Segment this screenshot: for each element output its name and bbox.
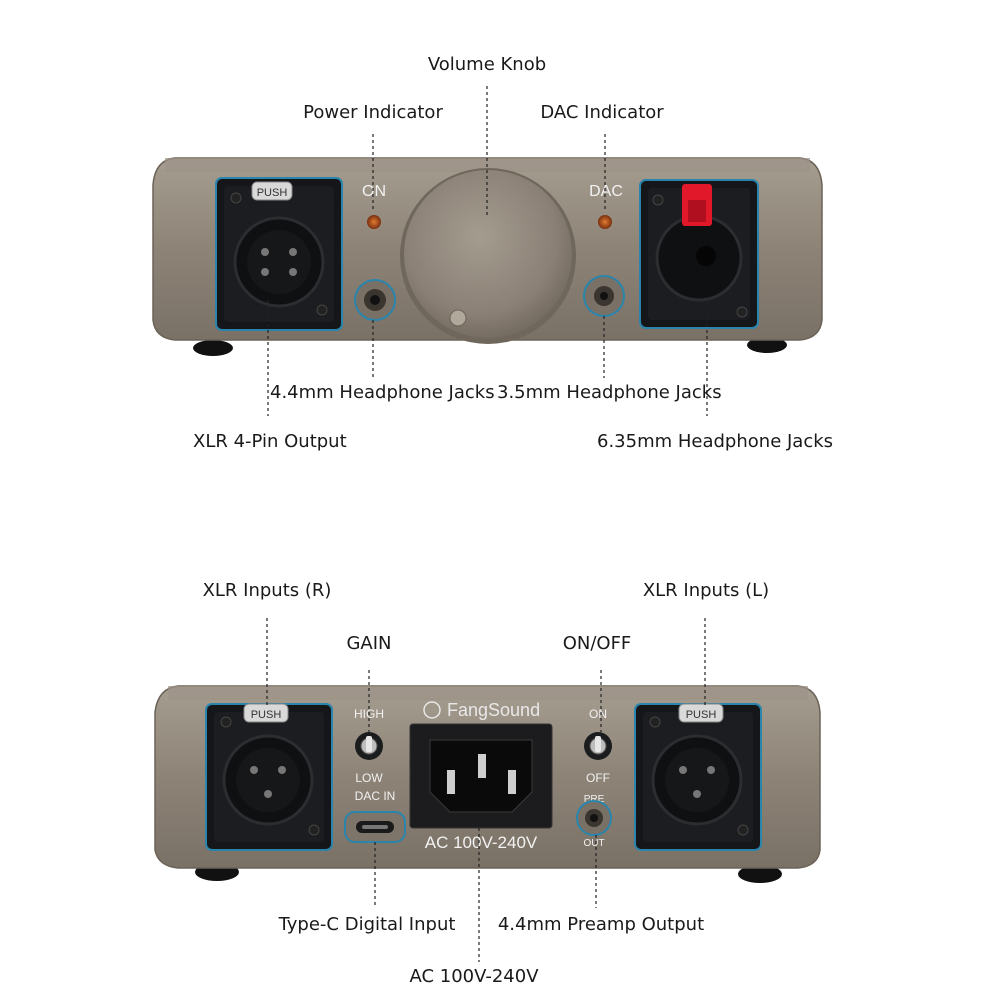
rear-foot-right (738, 865, 782, 883)
preamp-out-jack[interactable] (576, 800, 612, 836)
rear-callouts: XLR Inputs (R) XLR Inputs (L) GAIN ON/OF… (203, 580, 770, 987)
power-led (367, 215, 381, 229)
label-xlr-output: XLR 4-Pin Output (193, 431, 347, 452)
xlr-input-left[interactable]: PUSH (634, 703, 762, 851)
rear-chassis-top-bevel (168, 686, 808, 700)
front-foot-right (747, 337, 787, 353)
label-power-indicator: Power Indicator (303, 102, 443, 123)
front-foot-left (193, 340, 233, 356)
label-jack-3-5mm: 3.5mm Headphone Jacks (497, 382, 722, 403)
power-toggle[interactable] (584, 732, 612, 760)
dac-led-label: DAC (589, 183, 623, 200)
jack-4-4mm[interactable] (354, 279, 396, 321)
low-text: LOW (355, 771, 383, 785)
label-jack-4-4mm: 4.4mm Headphone Jacks (270, 382, 495, 403)
label-xlr-input-left: XLR Inputs (L) (643, 580, 769, 601)
gain-toggle[interactable] (355, 732, 383, 760)
ac-rating-text: AC 100V-240V (425, 833, 538, 852)
label-xlr-input-right: XLR Inputs (R) (203, 580, 332, 601)
front-panel: PUSH ON DAC (152, 157, 823, 356)
rear-leader-lines (266, 618, 706, 962)
push-tab-r-text: PUSH (251, 709, 282, 721)
dac-led (598, 215, 612, 229)
label-type-c: Type-C Digital Input (278, 914, 456, 935)
brand-logo: FangSound (423, 700, 540, 720)
xlr-input-right[interactable]: PUSH (205, 703, 333, 851)
jack-3-5mm[interactable] (583, 275, 625, 317)
push-tab-l-text: PUSH (686, 709, 717, 721)
label-on-off: ON/OFF (563, 633, 632, 654)
brand-name: FangSound (447, 700, 540, 720)
off-text: OFF (586, 771, 610, 785)
rear-panel: PUSH HIGH LOW DAC IN FangSound (154, 685, 821, 883)
brand-logo-icon (423, 701, 441, 719)
label-dac-indicator: DAC Indicator (540, 102, 664, 123)
label-preamp-out: 4.4mm Preamp Output (498, 914, 704, 935)
label-volume-knob: Volume Knob (428, 54, 546, 75)
label-jack-6-35mm: 6.35mm Headphone Jacks (597, 431, 833, 452)
on-text: ON (589, 707, 607, 721)
front-leader-lines (267, 86, 708, 416)
on-led-label: ON (362, 183, 386, 200)
push-tab-text: PUSH (257, 187, 288, 199)
xlr-4pin-output[interactable]: PUSH (215, 177, 343, 331)
label-gain: GAIN (346, 633, 391, 654)
label-ac-power: AC 100V-240V (409, 966, 539, 987)
type-c-port[interactable] (344, 811, 406, 843)
ac-inlet[interactable] (409, 723, 553, 829)
push-tab-r[interactable] (243, 703, 289, 723)
front-callouts: Volume Knob Power Indicator DAC Indicato… (193, 54, 833, 452)
pre-text: PRE (584, 794, 605, 805)
jack-6-35mm[interactable] (639, 179, 759, 329)
dac-in-text: DAC IN (355, 789, 396, 803)
volume-knob-dot (449, 309, 467, 327)
push-tab[interactable] (251, 181, 293, 201)
out-text: OUT (583, 838, 604, 849)
volume-knob[interactable] (400, 168, 576, 344)
push-tab-l[interactable] (678, 703, 724, 723)
